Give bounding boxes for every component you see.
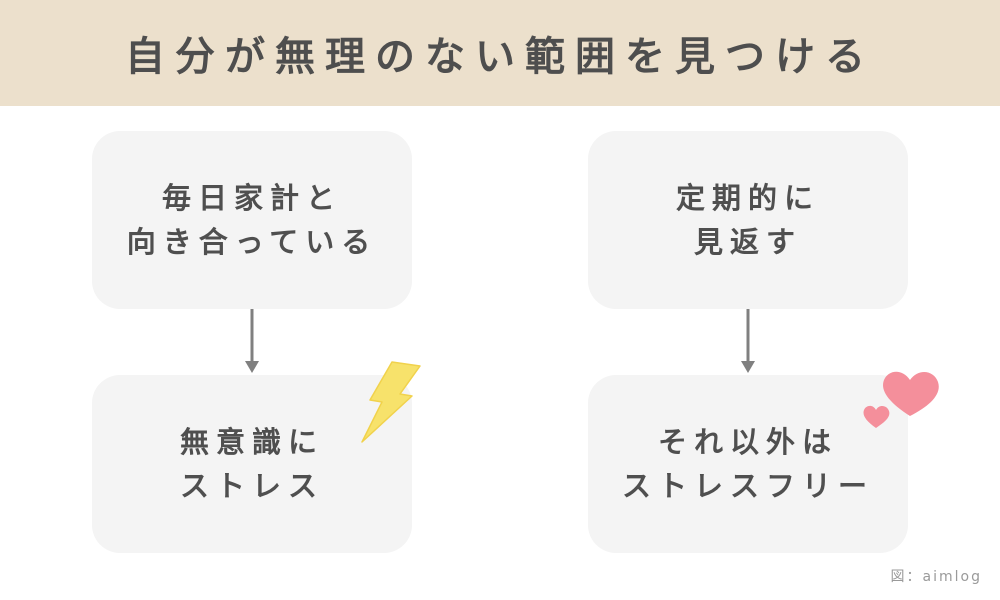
box-text-line: 見返す [693,225,802,259]
box-text-line: ストレスフリー [621,469,874,503]
box-text-line: 毎日家計と [161,181,342,215]
right-down-arrow [741,309,755,373]
box-text-line: それ以外は [657,425,838,459]
box-text-line: 定期的に [675,181,820,215]
box-text-line: 向き合っている [126,225,378,259]
page-title: 自分が無理のない範囲を見つける [125,34,875,80]
box-text-line: ストレス [179,469,324,503]
right-top-box: 定期的に 見返す [588,131,908,309]
left-down-arrow [245,309,259,373]
title-banner: 自分が無理のない範囲を見つける [0,0,1000,106]
right-bottom-box: それ以外は ストレスフリー [588,375,908,553]
left-top-box: 毎日家計と 向き合っている [92,131,412,309]
hearts-icon [863,371,939,428]
box-text-line: 無意識に [179,425,324,459]
left-bottom-box: 無意識に ストレス [92,375,412,553]
image-credit: 図：aimlog [890,569,982,585]
lightning-bolt-icon [361,361,421,443]
